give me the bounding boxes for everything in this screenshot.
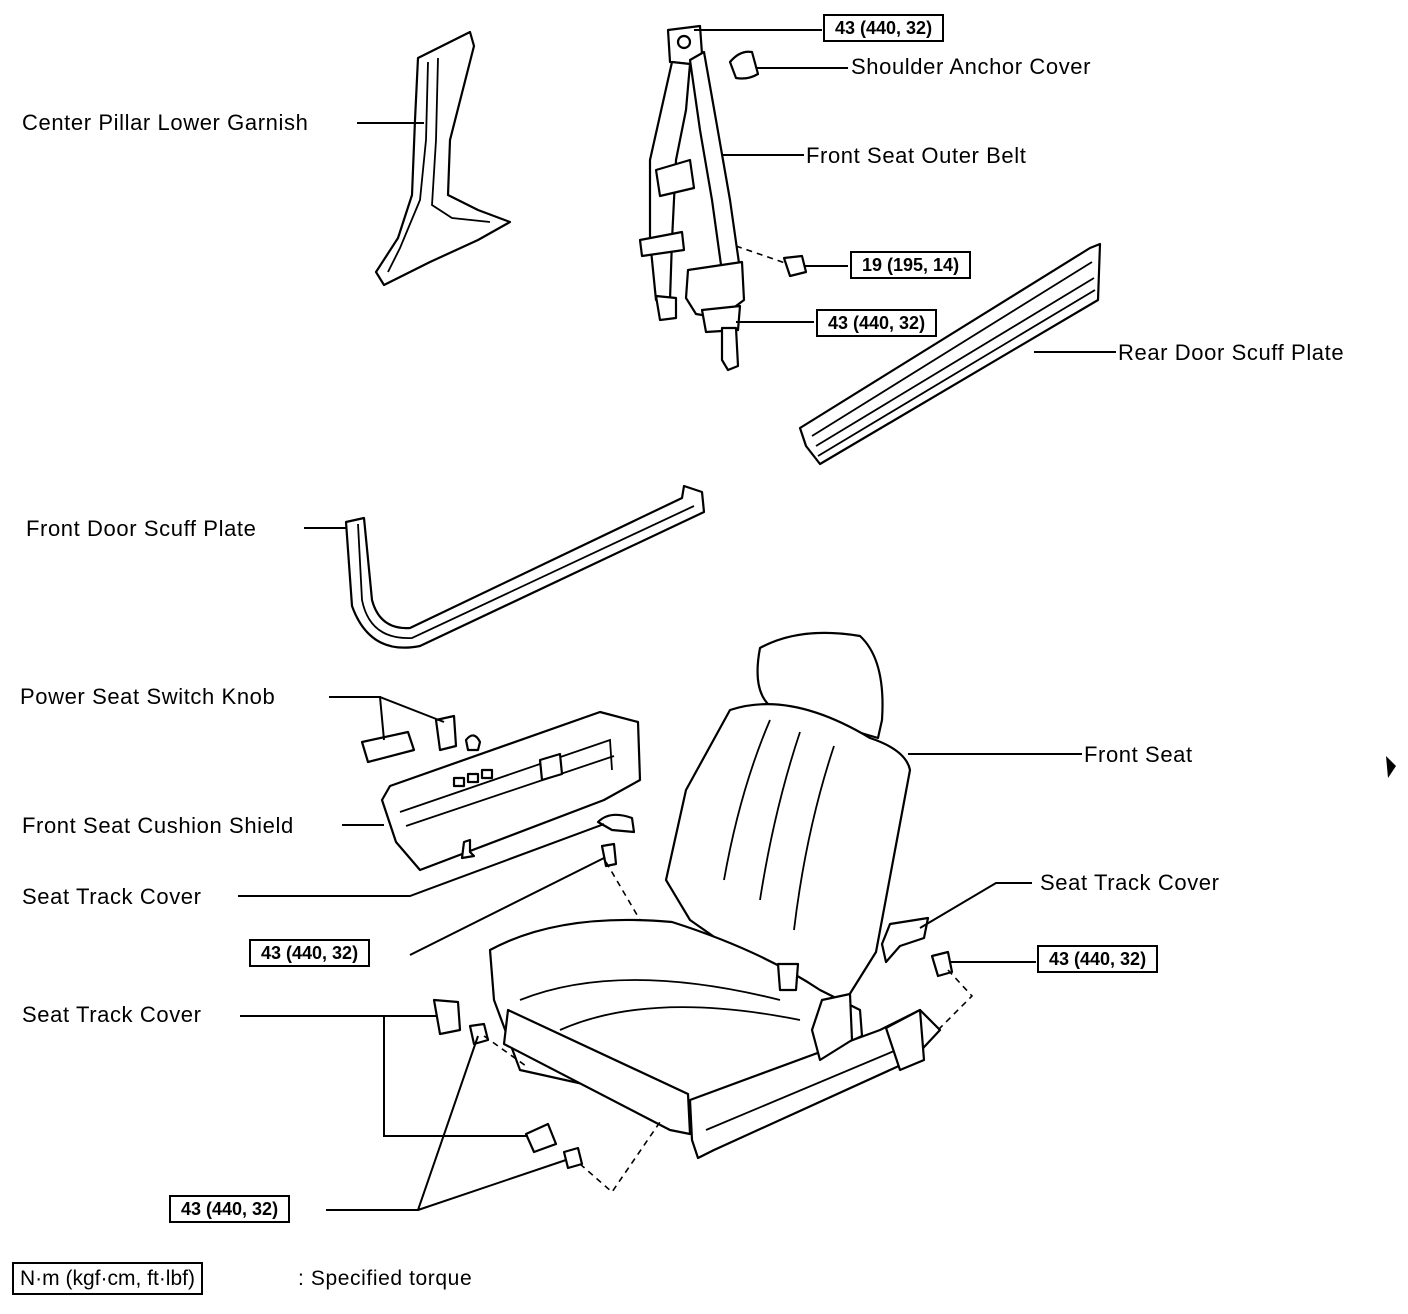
torque-belt-lower: 43 (440, 32) bbox=[816, 309, 938, 337]
label-front-seat-cushion-shield: Front Seat Cushion Shield bbox=[22, 813, 294, 838]
label-front-seat-outer-belt: Front Seat Outer Belt bbox=[806, 143, 1027, 168]
legend-description: : Specified torque bbox=[298, 1267, 473, 1290]
torque-seat-bottom: 43 (440, 32) bbox=[169, 1195, 291, 1223]
front-seat-drawing bbox=[488, 631, 942, 1160]
torque-belt-upper: 43 (440, 32) bbox=[823, 14, 945, 42]
bolt-drawings bbox=[468, 842, 954, 1170]
label-front-seat: Front Seat bbox=[1084, 742, 1193, 767]
front-seat-cushion-shield-drawing bbox=[380, 710, 642, 872]
label-power-seat-switch-knob: Power Seat Switch Knob bbox=[20, 684, 276, 709]
label-rear-door-scuff-plate: Rear Door Scuff Plate bbox=[1118, 340, 1345, 365]
label-center-pillar-lower-garnish: Center Pillar Lower Garnish bbox=[22, 110, 309, 135]
seat-track-cover-drawings bbox=[432, 813, 930, 1154]
front-door-scuff-plate-drawing bbox=[344, 484, 706, 649]
torque-belt-mid: 19 (195, 14) bbox=[850, 251, 972, 279]
dashed-alignment-lines bbox=[483, 245, 974, 1194]
power-seat-switch-knob-drawing bbox=[360, 714, 482, 764]
center-pillar-lower-garnish-drawing bbox=[374, 30, 512, 287]
shoulder-anchor-cover-drawing bbox=[728, 50, 760, 80]
label-seat-track-cover-right: Seat Track Cover bbox=[1040, 870, 1220, 895]
leader-lines bbox=[238, 29, 1116, 1211]
front-seat-outer-belt-drawing bbox=[638, 24, 808, 372]
torque-seat-front-left: 43 (440, 32) bbox=[249, 939, 371, 967]
rear-door-scuff-plate-drawing bbox=[798, 242, 1102, 466]
label-shoulder-anchor-cover: Shoulder Anchor Cover bbox=[851, 54, 1092, 79]
label-seat-track-cover-left: Seat Track Cover bbox=[22, 884, 202, 909]
label-front-door-scuff-plate: Front Door Scuff Plate bbox=[26, 516, 257, 541]
pointer-mark bbox=[1386, 756, 1396, 778]
legend-unit-box: N·m (kgf·cm, ft·lbf) bbox=[12, 1262, 203, 1295]
label-seat-track-cover-lower: Seat Track Cover bbox=[22, 1002, 202, 1027]
torque-seat-right: 43 (440, 32) bbox=[1037, 945, 1159, 973]
